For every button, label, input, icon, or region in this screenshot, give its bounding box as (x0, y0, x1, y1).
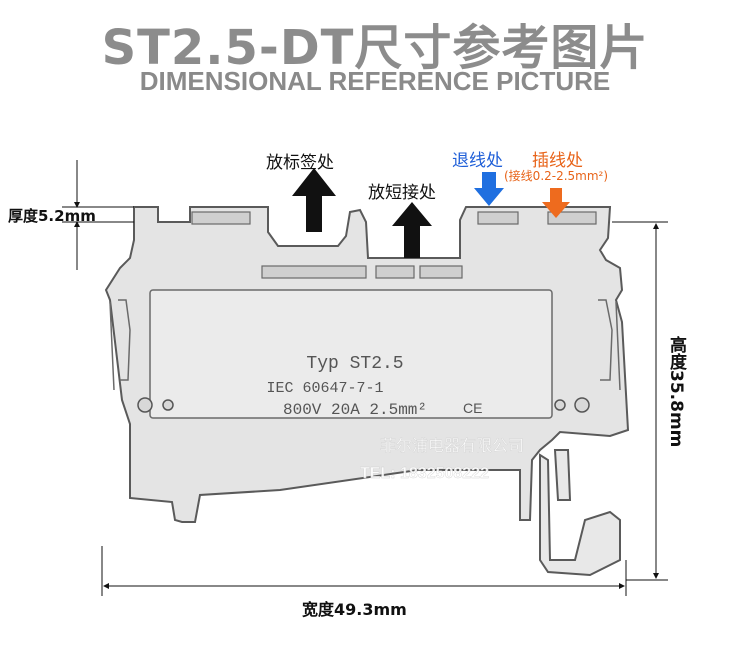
release-arrow-icon (474, 172, 504, 206)
marking-plate (149, 289, 553, 419)
thickness-label: 厚度5.2mm (8, 207, 96, 225)
insert-callout: 插线处 (532, 151, 583, 171)
black-arrows (292, 168, 432, 258)
side-clips (109, 299, 621, 391)
short-place-callout: 放短接处 (368, 183, 436, 203)
thickness-dimension (62, 160, 134, 270)
marking-standard: IEC 60647-7-1 (266, 380, 383, 397)
holes (137, 397, 590, 413)
height-dimension (612, 221, 668, 581)
insert-arrow-icon (542, 188, 570, 218)
page-title: ST2.5-DT尺寸参考图片 (101, 20, 649, 76)
width-label: 宽度49.3mm (302, 600, 407, 619)
page-subtitle: DIMENSIONAL REFERENCE PICTURE (139, 66, 611, 96)
din-foot (539, 449, 621, 577)
insert-spec-callout: (接线0.2-2.5mm²) (504, 169, 609, 183)
marking-type: Typ ST2.5 (306, 354, 403, 374)
label-place-callout: 放标签处 (266, 153, 334, 173)
marking-rating: 800V 20A 2.5mm² (283, 401, 427, 419)
watermark-tel: TEL: 1832508222 (360, 465, 489, 482)
height-label: 高度35.8mm (666, 336, 686, 448)
watermark-company: 菲尔浦电器有限公司 (380, 436, 524, 455)
release-callout: 退线处 (452, 151, 503, 171)
width-dimension (101, 546, 627, 596)
top-slots (191, 211, 597, 279)
marking-ce: CE (463, 400, 482, 416)
